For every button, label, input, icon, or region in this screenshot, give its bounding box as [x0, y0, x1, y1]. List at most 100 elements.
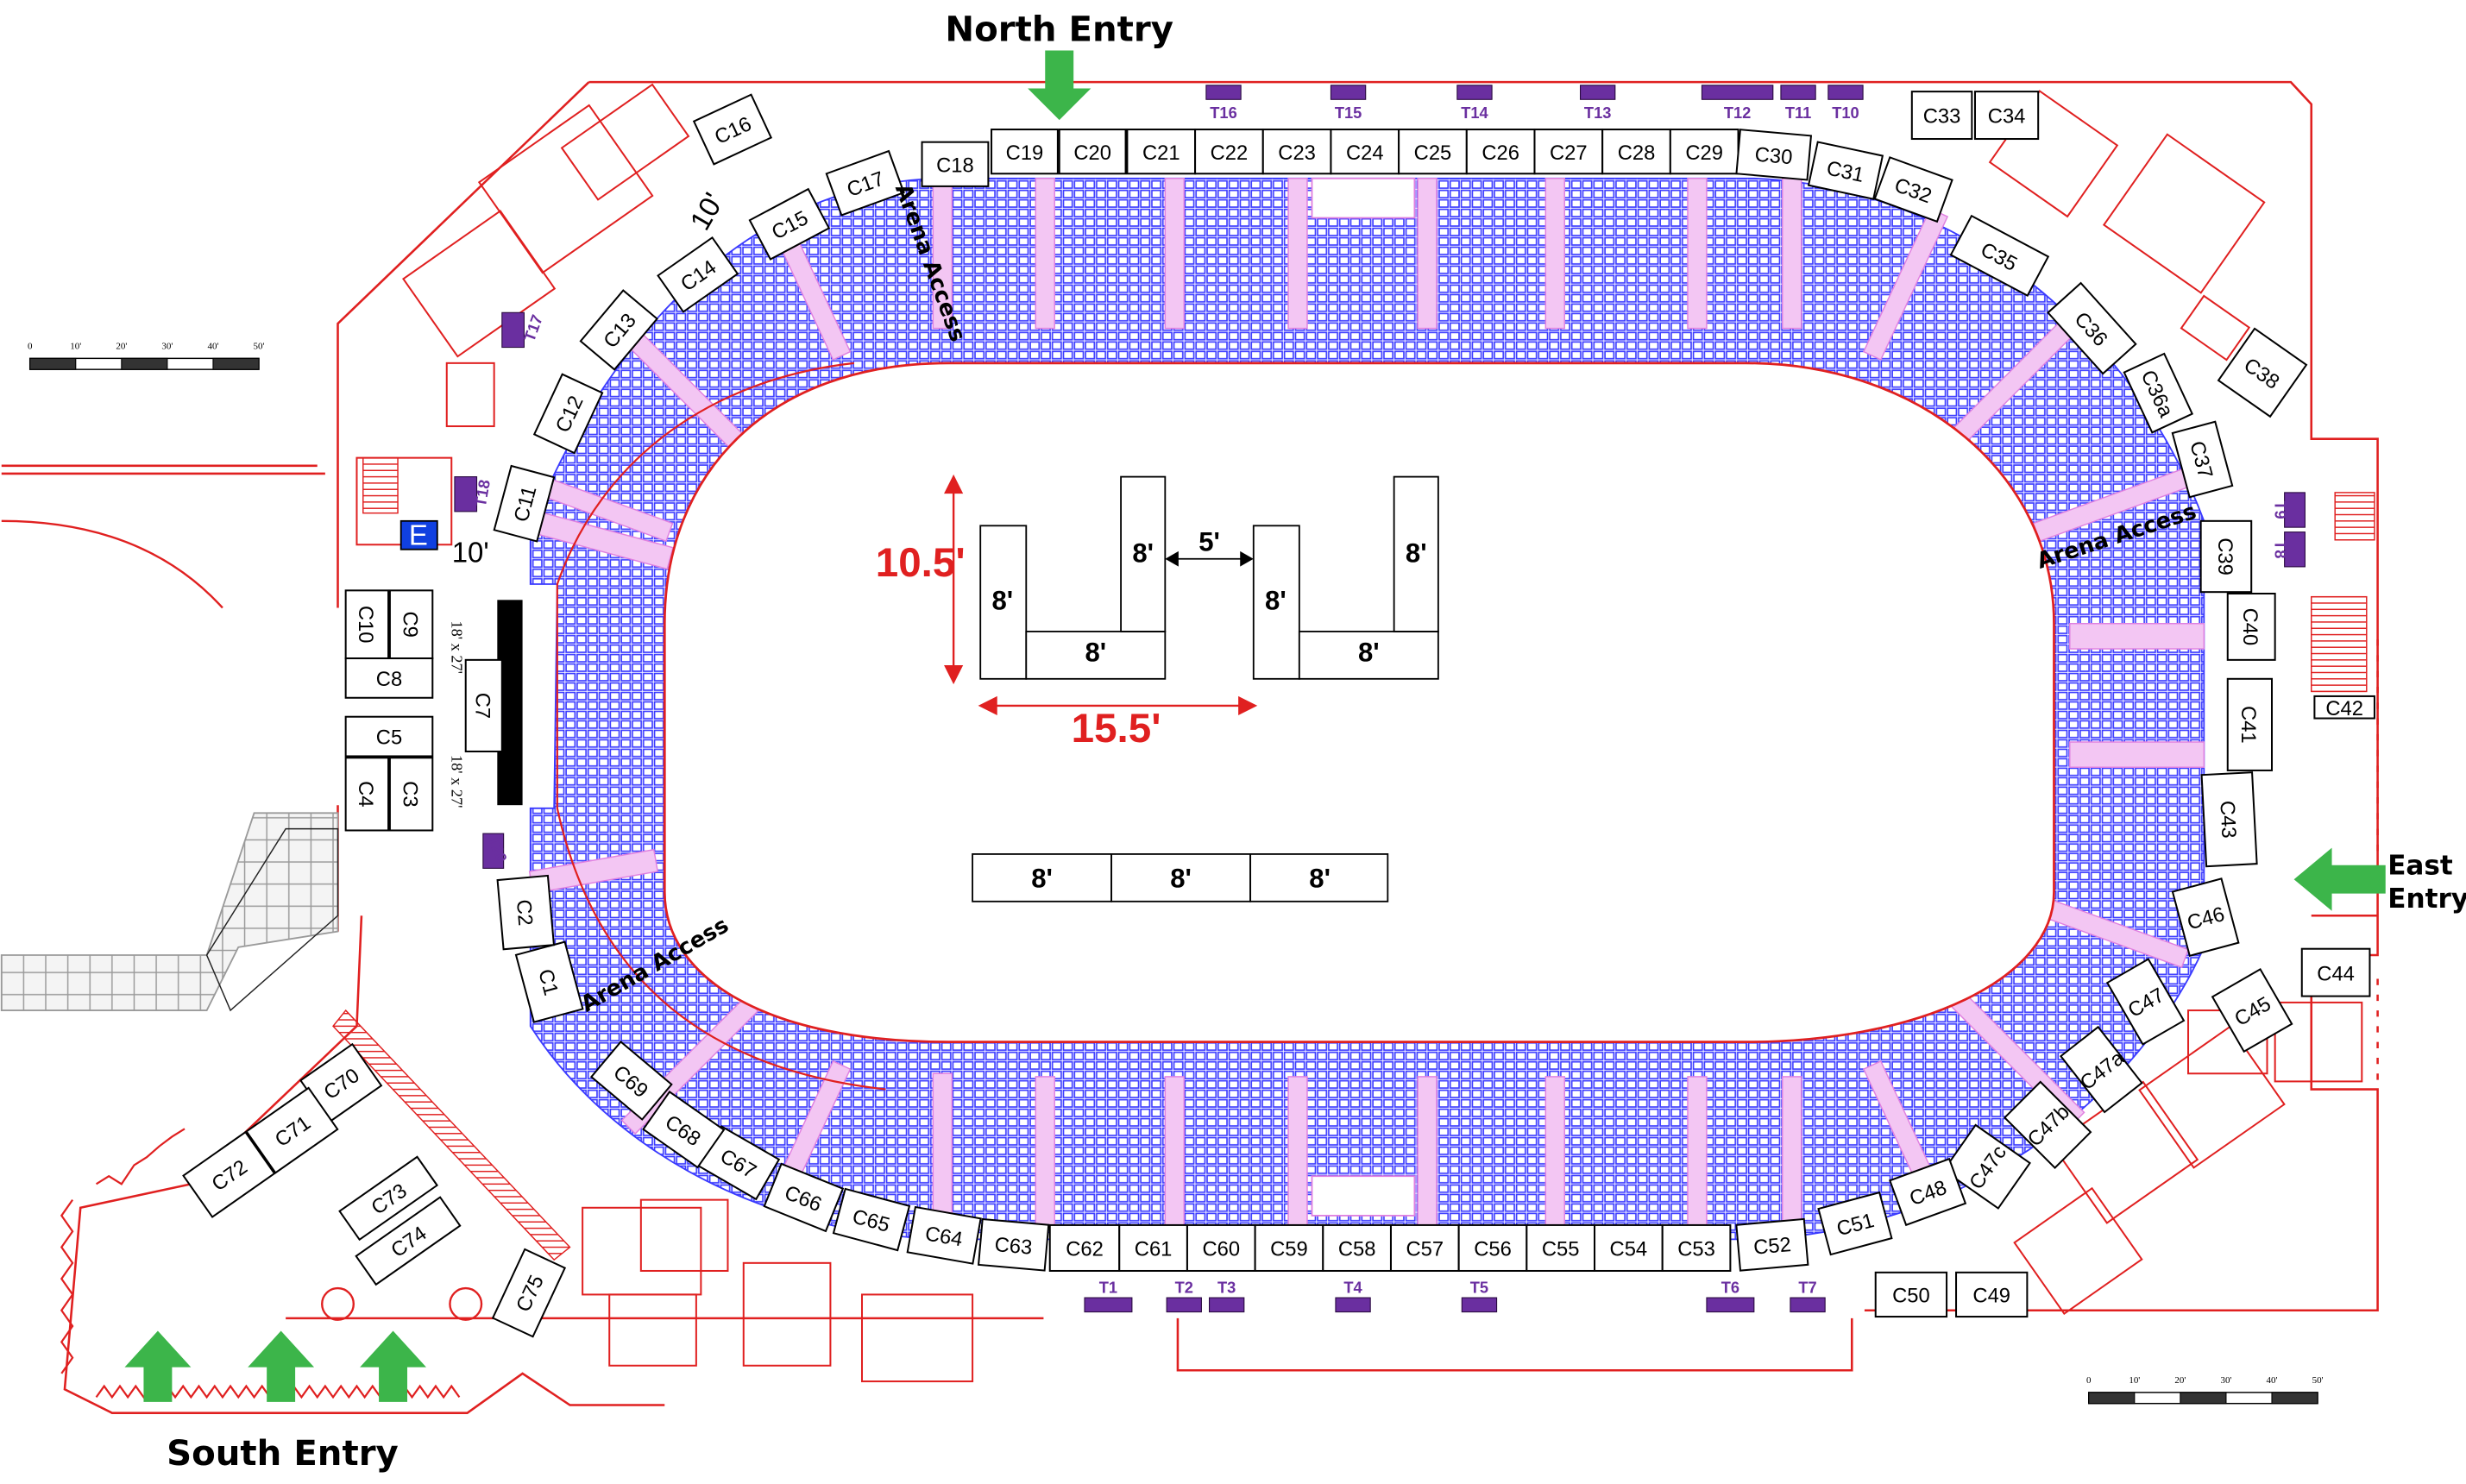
- booth-c58[interactable]: C58: [1322, 1223, 1392, 1272]
- booth-c4[interactable]: C4: [344, 757, 390, 832]
- booth-c2[interactable]: C2: [496, 874, 556, 951]
- booth-c68[interactable]: C68: [642, 1091, 726, 1169]
- booth-c39[interactable]: C39: [2199, 519, 2253, 594]
- booth-c3[interactable]: C3: [388, 757, 434, 832]
- booth-c47c[interactable]: C47c: [1942, 1123, 2031, 1210]
- booth-c70[interactable]: C70: [299, 1042, 383, 1123]
- table-t10[interactable]: T10: [1827, 85, 1864, 122]
- booth-c50[interactable]: C50: [1874, 1271, 1948, 1318]
- booth-c10[interactable]: C10: [344, 589, 390, 660]
- table-t15[interactable]: T15: [1330, 85, 1367, 122]
- booth-c43[interactable]: C43: [2200, 771, 2258, 868]
- booth-c32[interactable]: C32: [1873, 156, 1953, 223]
- booth-c44[interactable]: C44: [2300, 947, 2371, 997]
- booth-c17[interactable]: C17: [825, 149, 905, 217]
- table-t7[interactable]: T7: [1790, 1279, 1826, 1313]
- booth-c15[interactable]: C15: [748, 187, 831, 261]
- booth-c18[interactable]: C18: [921, 141, 990, 187]
- booth-c19[interactable]: C19: [991, 129, 1059, 175]
- booth-c75[interactable]: C75: [491, 1248, 567, 1338]
- booth-c24[interactable]: C24: [1330, 129, 1400, 175]
- booth-label: C30: [1754, 143, 1794, 170]
- booth-c33[interactable]: C33: [1910, 91, 1973, 141]
- booth-c46[interactable]: C46: [2171, 877, 2240, 958]
- table-t9[interactable]: T9: [2272, 492, 2306, 528]
- booth-c14[interactable]: C14: [657, 236, 739, 313]
- table-t17[interactable]: T17: [501, 311, 546, 349]
- table-t1[interactable]: T1: [1084, 1279, 1133, 1313]
- booth-c26[interactable]: C26: [1465, 129, 1536, 175]
- booth-box: [2059, 1025, 2143, 1114]
- table-t13[interactable]: T13: [1580, 85, 1616, 122]
- booth-c53[interactable]: C53: [1661, 1223, 1732, 1272]
- booth-c55[interactable]: C55: [1526, 1223, 1596, 1272]
- booth-c40[interactable]: C40: [2226, 592, 2276, 661]
- table-t8[interactable]: T8: [2272, 531, 2306, 568]
- booth-c22[interactable]: C22: [1194, 129, 1264, 175]
- booth-c1[interactable]: C1: [514, 940, 584, 1023]
- booth-c34[interactable]: C34: [1973, 91, 2040, 141]
- table-t14[interactable]: T14: [1456, 85, 1493, 122]
- booth-c64[interactable]: C64: [906, 1205, 982, 1265]
- table-t5[interactable]: T5: [1461, 1279, 1498, 1313]
- booth-c30[interactable]: C30: [1735, 129, 1813, 181]
- booth-c11[interactable]: C11: [493, 464, 556, 543]
- booth-c60[interactable]: C60: [1186, 1223, 1256, 1272]
- booth-c59[interactable]: C59: [1254, 1223, 1324, 1272]
- booth-c23[interactable]: C23: [1261, 129, 1332, 175]
- booth-c5[interactable]: C5: [344, 715, 434, 758]
- booth-c12[interactable]: C12: [532, 373, 604, 455]
- table-t12[interactable]: T12: [1701, 85, 1774, 122]
- table-t6[interactable]: T6: [1706, 1279, 1755, 1313]
- booth-box: [344, 715, 434, 758]
- booth-c71[interactable]: C71: [245, 1086, 339, 1174]
- booth-c28[interactable]: C28: [1601, 129, 1671, 175]
- booth-c29[interactable]: C29: [1669, 129, 1739, 175]
- booth-c27[interactable]: C27: [1533, 129, 1604, 175]
- booth-c37[interactable]: C37: [2171, 420, 2234, 499]
- booth-c45[interactable]: C45: [2211, 967, 2293, 1053]
- booth-c42[interactable]: C42: [2313, 695, 2375, 720]
- booth-c36[interactable]: C36: [2047, 281, 2137, 375]
- booth-c72[interactable]: C72: [182, 1130, 276, 1218]
- booth-c35[interactable]: C35: [1949, 214, 2050, 298]
- booth-c38[interactable]: C38: [2217, 327, 2308, 418]
- table-t2[interactable]: T2: [1166, 1279, 1202, 1313]
- booth-c8[interactable]: C8: [344, 657, 434, 699]
- booth-c66[interactable]: C66: [763, 1162, 845, 1233]
- booth-c61[interactable]: C61: [1118, 1223, 1188, 1272]
- booth-c57[interactable]: C57: [1389, 1223, 1460, 1272]
- booth-c63[interactable]: C63: [977, 1217, 1050, 1272]
- booth-c13[interactable]: C13: [579, 289, 658, 371]
- booth-c54[interactable]: C54: [1594, 1223, 1664, 1272]
- table-t4[interactable]: T4: [1335, 1279, 1371, 1313]
- booth-c51[interactable]: C51: [1817, 1191, 1893, 1256]
- table-t20[interactable]: T20: [482, 833, 511, 869]
- booth-c69[interactable]: C69: [589, 1041, 673, 1121]
- booth-c25[interactable]: C25: [1398, 129, 1468, 175]
- table-t16[interactable]: T16: [1205, 85, 1242, 122]
- booth-c36a[interactable]: C36a: [2123, 352, 2194, 434]
- booth-c47[interactable]: C47: [2105, 958, 2186, 1046]
- booth-c7[interactable]: C7: [464, 658, 503, 752]
- booth-c67[interactable]: C67: [697, 1125, 781, 1201]
- table-t11[interactable]: T11: [1780, 85, 1816, 122]
- table-t18[interactable]: T18: [454, 476, 494, 512]
- east-entry-label: East: [2387, 851, 2453, 882]
- booth-c16[interactable]: C16: [692, 93, 773, 166]
- booth-c9[interactable]: C9: [388, 589, 434, 660]
- booth-c47a[interactable]: C47a: [2059, 1025, 2143, 1114]
- booth-c47b[interactable]: C47b: [2003, 1080, 2092, 1169]
- booth-c41[interactable]: C41: [2226, 677, 2274, 771]
- booth-c31[interactable]: C31: [1807, 141, 1884, 200]
- booth-c48[interactable]: C48: [1889, 1157, 1967, 1227]
- booth-c20[interactable]: C20: [1058, 129, 1127, 175]
- booth-c62[interactable]: C62: [1048, 1223, 1121, 1272]
- booth-c56[interactable]: C56: [1457, 1223, 1528, 1272]
- booth-c21[interactable]: C21: [1126, 129, 1197, 175]
- booth-c49[interactable]: C49: [1955, 1271, 2029, 1318]
- booth-c65[interactable]: C65: [832, 1187, 911, 1252]
- booth-c52[interactable]: C52: [1735, 1217, 1809, 1272]
- table-t3[interactable]: T3: [1209, 1279, 1245, 1313]
- booth-c74[interactable]: C74: [355, 1196, 462, 1286]
